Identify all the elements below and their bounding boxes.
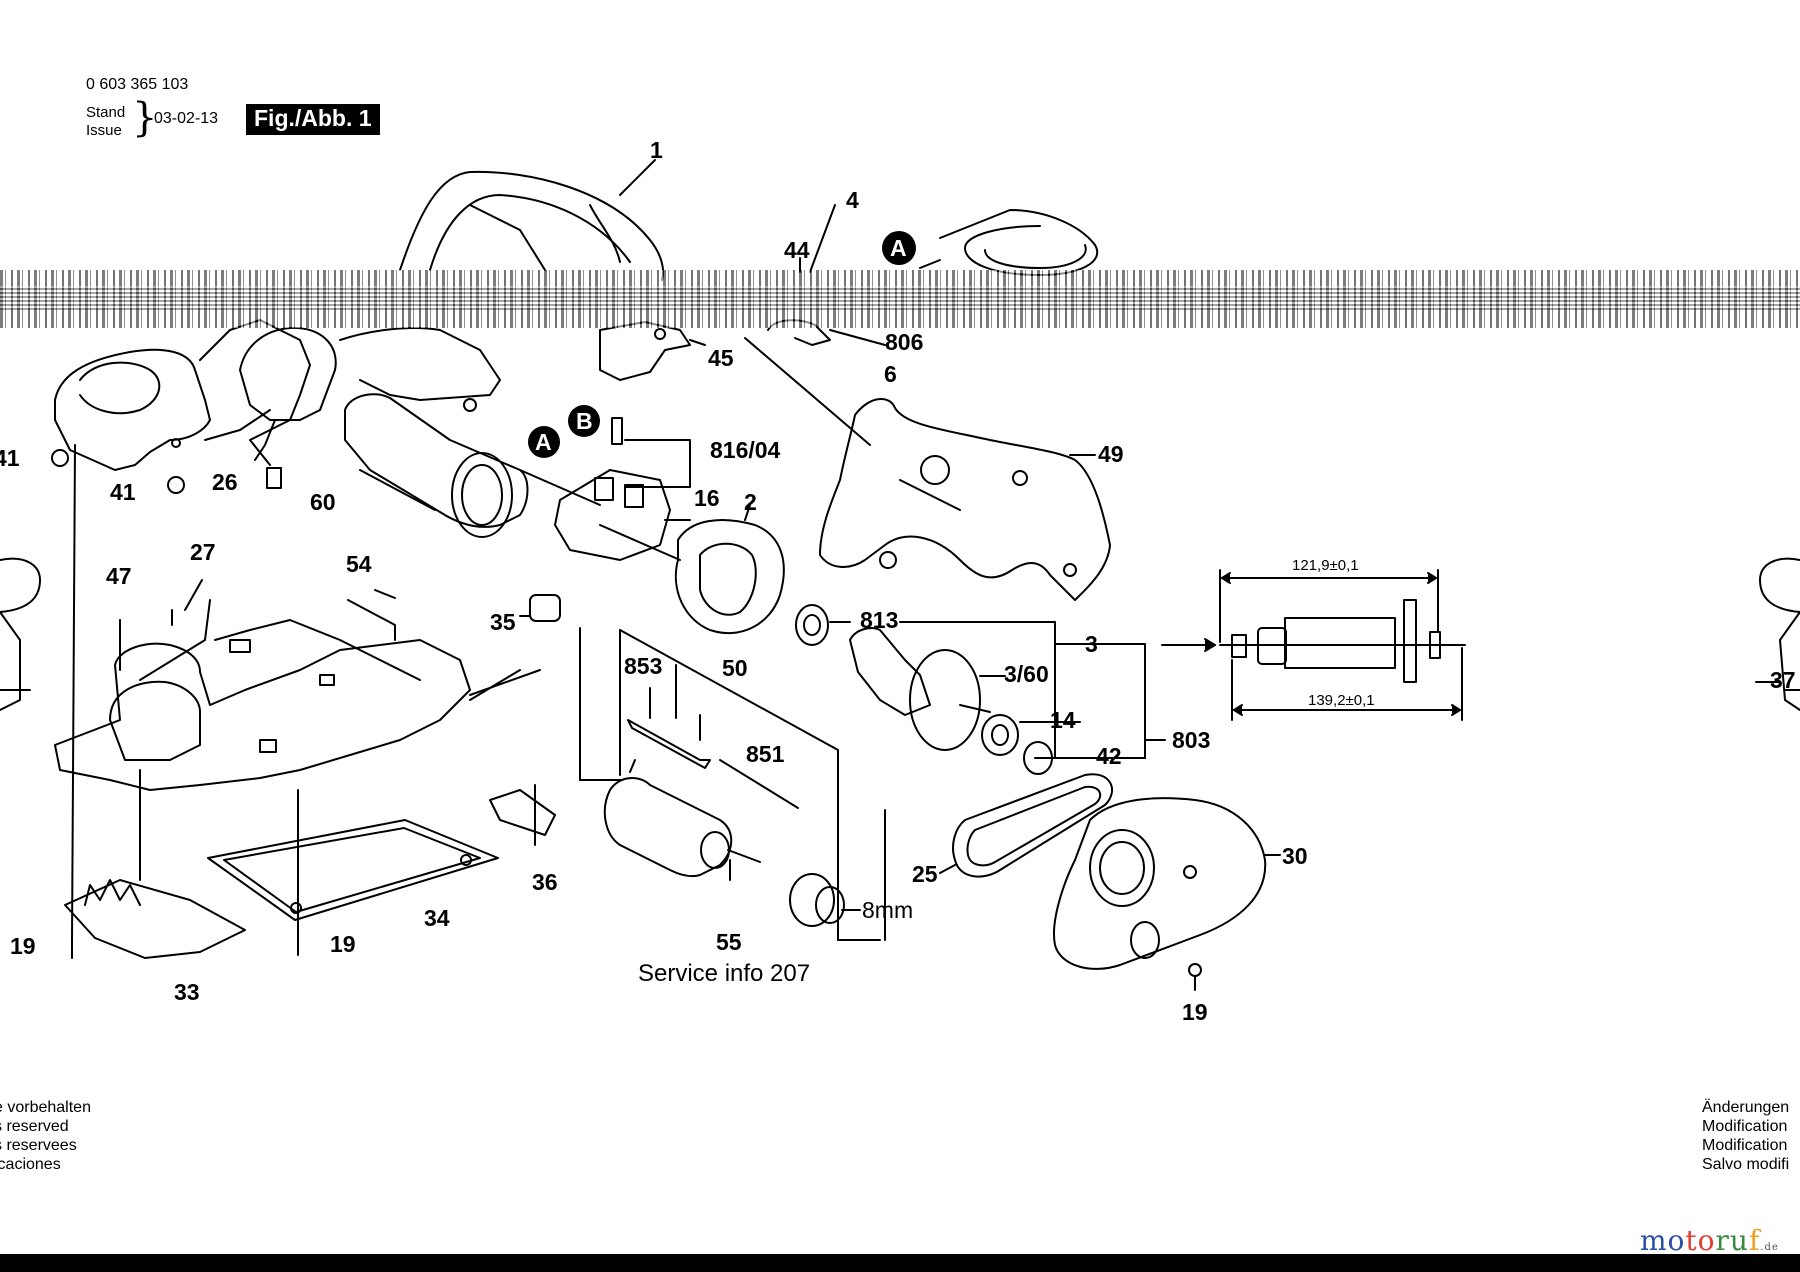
label-55: 55 [716,929,742,955]
label-816-04: 816/04 [710,437,781,463]
issue-date: 03-02-13 [154,110,219,127]
label-8mm: 8mm [862,897,913,923]
label-36: 36 [532,869,558,895]
part-27-base-housing [54,579,521,791]
part-3-armature [795,604,1166,775]
part-35-bearing [519,594,623,781]
scan-noise-band [0,270,1800,328]
label-44: 44 [784,237,810,263]
part-number: 0 603 365 103 [86,76,189,93]
label-14: 14 [1050,707,1076,733]
label-4: 4 [846,187,859,213]
part-16-switch-assembly [519,417,691,561]
part-1-handle-housing [399,159,665,281]
label-33: 33 [174,979,200,1005]
part-45-switch [599,321,706,381]
label-47: 47 [106,563,132,589]
label-54: 54 [346,551,372,577]
part-2-stator [599,504,785,635]
label-25: 25 [912,861,938,887]
label-2: 2 [744,489,757,515]
label-60: 60 [310,489,336,515]
label-35: 35 [490,609,516,635]
label-30: 30 [1282,843,1308,869]
label-3-60: 3/60 [1004,661,1049,687]
service-info-label: Service info 207 [638,960,811,987]
label-16: 16 [694,485,720,511]
logo-part-1: mo [1640,1224,1686,1257]
footer-bar [0,1254,1800,1272]
part-blower-housing [51,319,311,494]
label-41: 41 [110,479,136,505]
label-19-left: 19 [10,933,36,959]
logo-part-4: f [1748,1224,1761,1257]
part-55-cutter-drum [603,777,761,881]
notes-left: e vorbehalten s reserved s reservees ica… [0,1099,91,1173]
notes-right: Änderungen Modification Modification Sal… [1702,1099,1790,1173]
part-30-belt-cover [1053,797,1281,970]
label-19-right: 19 [1182,999,1208,1025]
brace-glyph: } [132,95,158,141]
dimension-bottom: 139,2±0,1 [1308,692,1375,709]
part-49-side-housing [819,398,1111,601]
logo-tld: .de [1760,1242,1779,1253]
logo-part-2: to [1685,1224,1716,1257]
label-1: 1 [650,137,663,163]
label-a-top: A [890,235,907,261]
label-26: 26 [212,469,238,495]
label-813: 813 [860,607,898,633]
part-34-gasket [207,789,499,921]
label-851: 851 [746,741,785,767]
dimension-top: 121,9±0,1 [1292,557,1359,574]
label-34: 34 [424,905,450,931]
label-45: 45 [708,345,734,371]
part-motor-cover [239,326,529,538]
part-left-edge-knob [0,557,41,711]
part-25-belt [939,773,1114,878]
part-33-base-plate [64,444,246,959]
label-49: 49 [1098,441,1124,467]
label-37: 37 [1770,667,1796,693]
part-pulley [789,809,886,941]
stand-issue-label: Stand Issue [86,104,125,140]
figure-tag: Fig./Abb. 1 [246,104,380,135]
label-b: B [576,408,593,434]
part-50-blade-set [619,629,881,941]
logo-part-3: ru [1715,1224,1749,1257]
motoruf-logo[interactable]: motoruf.de [1640,1224,1779,1257]
armature-dimension-drawing [1161,569,1466,721]
scan-noise-lines [0,286,1800,310]
label-3: 3 [1085,631,1098,657]
label-19-mid: 19 [330,931,356,957]
label-41-left: 41 [0,445,20,471]
label-853: 853 [624,653,662,679]
part-806-bracket [744,319,886,446]
label-50: 50 [722,655,748,681]
part-right-edge-knob [1755,557,1800,711]
issue-label: Issue [86,122,122,139]
stand-label: Stand [86,104,126,121]
label-803: 803 [1172,727,1210,753]
label-806: 806 [885,329,923,355]
label-a-mid: A [535,429,552,455]
label-42: 42 [1096,743,1122,769]
label-27: 27 [190,539,216,565]
part-a-hose [919,209,1098,276]
label-6: 6 [884,361,897,387]
